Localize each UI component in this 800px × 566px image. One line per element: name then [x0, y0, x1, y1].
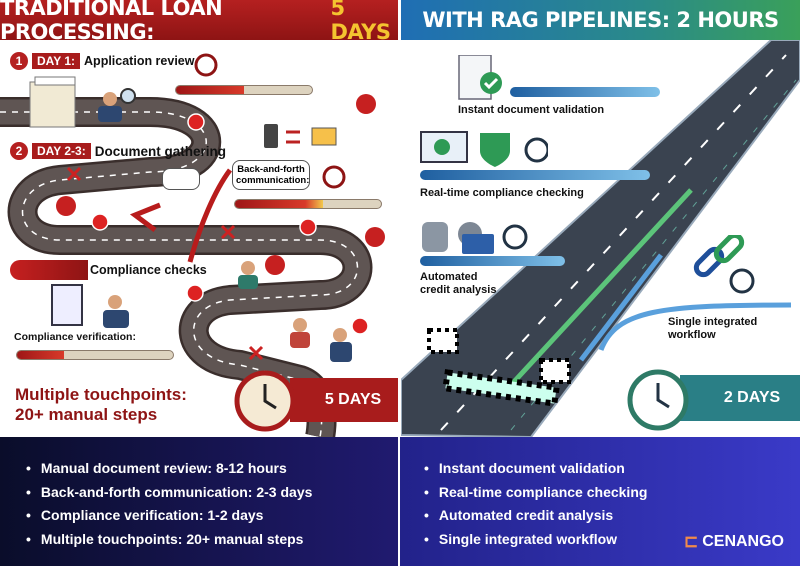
bullet-item: Multiple touchpoints: 20+ manual steps [26, 528, 398, 552]
stop-sign-icon [56, 94, 385, 275]
communication-bubble: Back-and-forth communication: [232, 160, 310, 190]
progress-arrow [420, 256, 565, 266]
bullet-item: Manual document review: 8-12 hours [26, 457, 398, 481]
left-header: TRADITIONAL LOAN PROCESSING: 5 DAYS [0, 0, 399, 44]
bullet-item: Real-time compliance checking [424, 481, 800, 505]
brand-logo: ⊏ CENANGO [684, 532, 784, 552]
application-review-progress [175, 85, 313, 95]
compliance-checks-bar [10, 260, 88, 280]
step-tag: DAY 2-3: [32, 143, 91, 159]
communication-progress [234, 199, 382, 209]
brand-name: CENANGO [702, 533, 784, 550]
step-tag: DAY 1: [32, 53, 81, 69]
clipboard-person-icon [51, 284, 129, 328]
step-day-1: 1 DAY 1: Application review [10, 52, 194, 70]
feature-label: Automated credit analysis [420, 271, 497, 296]
highway [401, 40, 800, 437]
step-day-2-3: 2 DAY 2-3: Document gathering [10, 142, 226, 160]
step-label: Application review [84, 54, 195, 68]
step-number: 1 [10, 52, 28, 70]
feature-label: Instant document validation [458, 104, 605, 116]
x-mark-icon [91, 113, 369, 335]
bullet-item: Instant document validation [424, 457, 800, 481]
divider [398, 0, 401, 566]
arrow-icon [509, 188, 792, 387]
bullet-item: Back-and-forth communication: 2-3 days [26, 481, 398, 505]
five-days-badge: 5 DAYS [290, 378, 398, 422]
left-header-title: TRADITIONAL LOAN PROCESSING: [0, 0, 223, 44]
person-icon [238, 261, 352, 362]
progress-arrow [510, 87, 660, 97]
summary-line-1: Multiple touchpoints: [15, 385, 187, 404]
progress-arrow [420, 170, 650, 180]
shield-check-icon [420, 131, 548, 167]
traditional-bullets-panel: Manual document review: 8-12 hours Back-… [0, 437, 398, 566]
bullet-item: Automated credit analysis [424, 504, 800, 528]
cenango-logo-icon: ⊏ [683, 532, 699, 551]
left-header-highlight: 5 DAYS [330, 0, 391, 44]
feature-label-text: Single integrated workflow [668, 316, 758, 341]
bullet-item: Compliance verification: 1-2 days [26, 504, 398, 528]
feature-label: Single integrated workflow [668, 316, 763, 342]
summary-text: Multiple touchpoints: 20+ manual steps [15, 385, 187, 425]
person-magnifier-icon [98, 88, 136, 122]
checkered-flag-icon [427, 328, 571, 407]
compliance-checks-label: Compliance checks [90, 263, 207, 277]
feature-label: Real-time compliance checking [420, 187, 584, 199]
badge-text: 5 DAYS [324, 391, 382, 408]
clock-icon [234, 370, 296, 432]
empty-speech-bubble [162, 168, 200, 190]
compliance-verification-progress [16, 350, 174, 360]
clock-icon [627, 369, 689, 431]
robot-hand-credit-card-icon [422, 222, 528, 254]
clock-icon [194, 53, 346, 189]
chain-link-icon [693, 235, 755, 294]
step-number: 2 [10, 142, 28, 160]
rag-bullets-panel: Instant document validation Real-time co… [400, 437, 800, 566]
document-check-icon [458, 55, 502, 100]
paper-stack-icon [29, 76, 76, 128]
winding-road [0, 53, 385, 437]
step-label: Document gathering [94, 143, 226, 159]
badge-text: 2 DAYS [723, 389, 781, 406]
compliance-verification-label: Compliance verification: [14, 331, 136, 343]
right-header: WITH RAG PIPELINES: 2 HOURS [401, 0, 800, 40]
phone-email-icon [264, 124, 337, 148]
summary-line-2: 20+ manual steps [15, 405, 158, 424]
bullet-item: Single integrated workflow [424, 528, 800, 552]
two-days-badge: 2 DAYS [680, 375, 800, 421]
